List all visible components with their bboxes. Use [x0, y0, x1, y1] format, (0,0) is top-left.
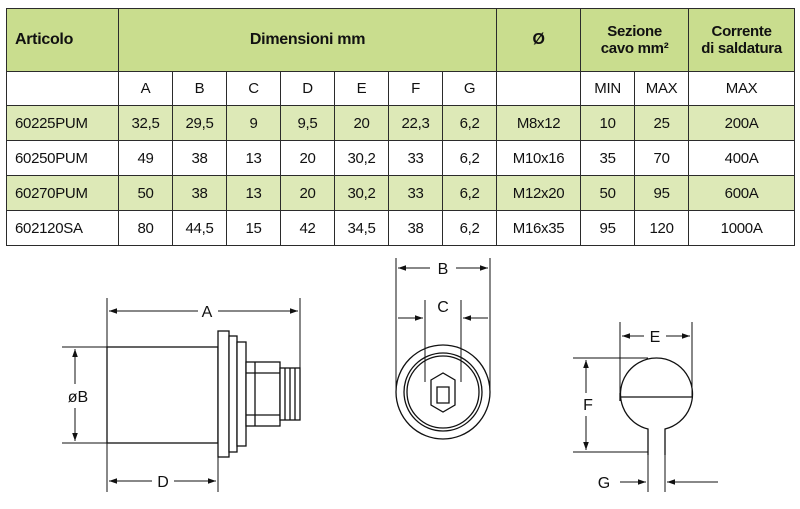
- subheader-min: MIN: [580, 71, 636, 106]
- label-a: A: [202, 304, 213, 321]
- cell-a: 49: [118, 140, 173, 176]
- table-row: 60225PUM 32,5 29,5 9 9,5 20 22,3 6,2 M8x…: [6, 105, 796, 141]
- cell-f: 38: [388, 210, 443, 246]
- cell-e: 30,2: [334, 140, 389, 176]
- table-row: 60270PUM 50 38 13 20 30,2 33 6,2 M12x20 …: [6, 175, 796, 211]
- header-dimensioni: Dimensioni mm: [117, 8, 498, 72]
- label-f: F: [583, 397, 593, 414]
- cell-d: 42: [280, 210, 335, 246]
- label-b: B: [438, 261, 449, 278]
- cell-g: 6,2: [441, 105, 498, 141]
- table-row: 602120SA 80 44,5 15 42 34,5 38 6,2 M16x3…: [6, 210, 796, 246]
- subheader-empty-diametro: [496, 71, 582, 106]
- cell-current: 400A: [688, 140, 796, 176]
- header-corrente-line1: Corrente: [711, 23, 772, 40]
- cell-d: 20: [280, 175, 335, 211]
- cell-current: 200A: [688, 105, 796, 141]
- subheader-g: G: [441, 71, 498, 106]
- cell-c: 15: [226, 210, 281, 246]
- cell-thread: M16x35: [496, 210, 582, 246]
- flange-outer: [217, 330, 230, 458]
- cell-max: 70: [634, 140, 690, 176]
- header-articolo: Articolo: [6, 8, 119, 72]
- front-view: [395, 258, 491, 440]
- cell-min: 10: [580, 105, 636, 141]
- label-c: C: [437, 299, 449, 316]
- cell-b: 38: [172, 175, 227, 211]
- flange-inner: [236, 341, 247, 447]
- hex-socket: [430, 372, 456, 413]
- header-corrente-line2: di saldatura: [701, 40, 782, 57]
- cell-g: 6,2: [441, 210, 498, 246]
- table-row: 60250PUM 49 38 13 20 30,2 33 6,2 M10x16 …: [6, 140, 796, 176]
- socket-body: [106, 346, 219, 444]
- subheader-row: A B C D E F G MIN MAX MAX: [6, 71, 796, 106]
- cell-articolo: 60270PUM: [6, 175, 119, 211]
- label-d: D: [157, 474, 169, 491]
- cell-g: 6,2: [441, 140, 498, 176]
- flange-middle: [228, 335, 238, 453]
- cell-c: 9: [226, 105, 281, 141]
- subheader-f: F: [388, 71, 443, 106]
- cell-articolo: 602120SA: [6, 210, 119, 246]
- cell-e: 34,5: [334, 210, 389, 246]
- section-view: [573, 322, 718, 492]
- cell-a: 32,5: [118, 105, 173, 141]
- cell-d: 20: [280, 140, 335, 176]
- subheader-a: A: [118, 71, 173, 106]
- cell-max: 25: [634, 105, 690, 141]
- label-g: G: [598, 475, 610, 492]
- cell-e: 30,2: [334, 175, 389, 211]
- cell-a: 50: [118, 175, 173, 211]
- hex-socket-inner: [436, 386, 450, 404]
- subheader-empty-articolo: [6, 71, 119, 106]
- cell-max: 120: [634, 210, 690, 246]
- cell-thread: M10x16: [496, 140, 582, 176]
- ball-outline: [619, 357, 694, 455]
- subheader-max-sezione: MAX: [634, 71, 690, 106]
- cell-f: 22,3: [388, 105, 443, 141]
- header-sezione-line1: Sezione: [607, 23, 662, 40]
- nut: [245, 361, 281, 427]
- cell-f: 33: [388, 175, 443, 211]
- cell-b: 29,5: [172, 105, 227, 141]
- subheader-d: D: [280, 71, 335, 106]
- cell-f: 33: [388, 140, 443, 176]
- subheader-e: E: [334, 71, 389, 106]
- cell-thread: M12x20: [496, 175, 582, 211]
- cell-b: 44,5: [172, 210, 227, 246]
- header-sezione-line2: cavo mm²: [600, 40, 669, 57]
- cell-a: 80: [118, 210, 173, 246]
- label-e: E: [650, 329, 661, 346]
- cell-thread: M8x12: [496, 105, 582, 141]
- subheader-b: B: [172, 71, 227, 106]
- cell-min: 95: [580, 210, 636, 246]
- cell-e: 20: [334, 105, 389, 141]
- cell-min: 35: [580, 140, 636, 176]
- cell-articolo: 60225PUM: [6, 105, 119, 141]
- cell-current: 1000A: [688, 210, 796, 246]
- cell-current: 600A: [688, 175, 796, 211]
- front-inner-ring: [406, 355, 480, 429]
- side-view: [62, 298, 301, 492]
- label-diameter-b: øB: [68, 389, 88, 406]
- front-ring: [403, 352, 483, 432]
